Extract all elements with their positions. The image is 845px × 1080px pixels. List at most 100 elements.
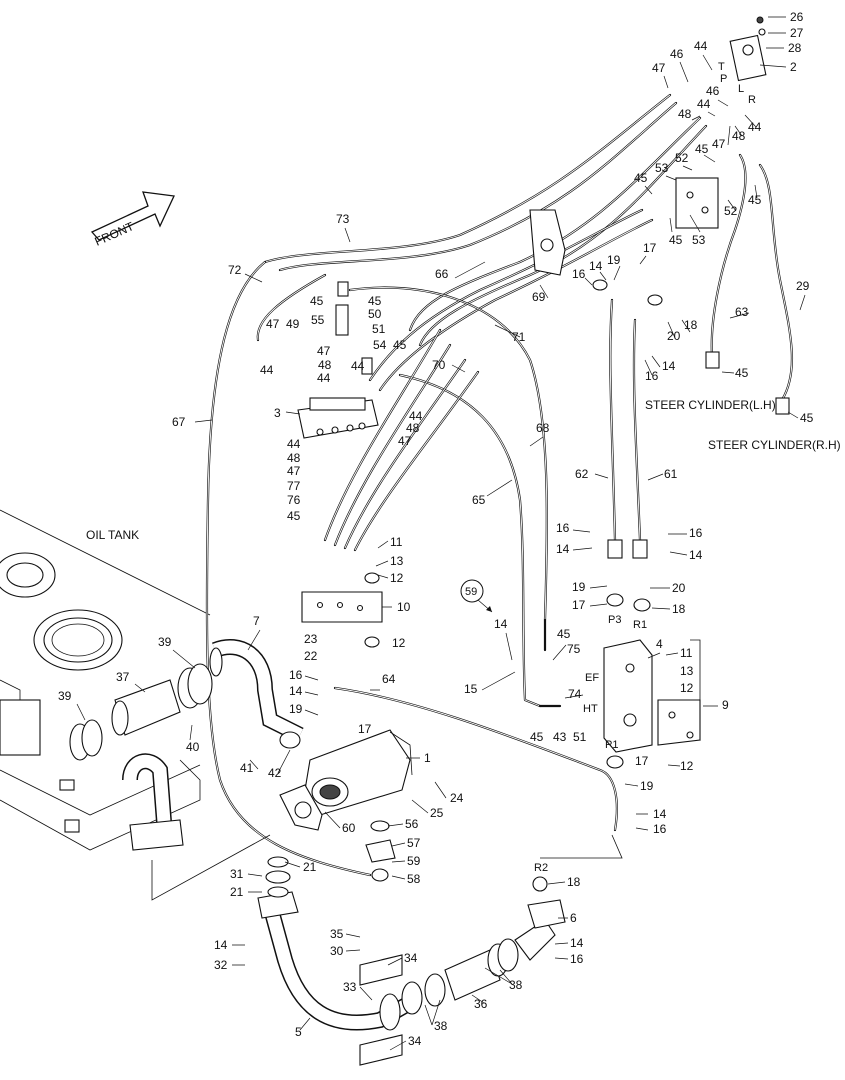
part-label-16: 16 — [653, 822, 667, 836]
part-label-45: 45 — [393, 338, 407, 352]
part-label-46: 46 — [706, 84, 720, 98]
small-fittings — [265, 279, 663, 898]
port-r: R — [748, 94, 756, 106]
part-label-74: 74 — [568, 687, 582, 701]
oil-tank-label: OIL TANK — [86, 528, 139, 542]
part-label-44: 44 — [694, 39, 708, 53]
part-label-42: 42 — [268, 766, 282, 780]
part-label-47: 47 — [287, 464, 301, 478]
part-label-44: 44 — [260, 363, 274, 377]
part-label-45: 45 — [530, 730, 544, 744]
part-label-70: 70 — [432, 358, 446, 372]
part-label-19: 19 — [640, 779, 654, 793]
part-label-5: 5 — [295, 1025, 302, 1039]
port-r1: R1 — [633, 619, 647, 631]
part-label-69: 69 — [532, 290, 546, 304]
part-label-48: 48 — [318, 358, 332, 372]
part-label-10: 10 — [397, 600, 411, 614]
part-label-4: 4 — [656, 637, 663, 651]
part-label-47: 47 — [398, 434, 412, 448]
part-label-19: 19 — [607, 253, 621, 267]
part-label-12: 12 — [680, 759, 694, 773]
port-r2: R2 — [534, 862, 548, 874]
steer-cylinder-lh-label: STEER CYLINDER(L.H) — [645, 398, 776, 412]
part-label-44: 44 — [351, 359, 365, 373]
part-label-47: 47 — [266, 317, 280, 331]
part-label-23: 23 — [304, 632, 318, 646]
part-label-29: 29 — [796, 279, 810, 293]
part-label-45: 45 — [800, 411, 814, 425]
part-label-2: 2 — [790, 60, 797, 74]
part-label-32: 32 — [214, 958, 228, 972]
part-label-14: 14 — [653, 807, 667, 821]
part-number-labels: 26 27 28 2 44 46 47 46 44 48 48 47 44 45… — [58, 10, 814, 1048]
part-label-67: 67 — [172, 415, 186, 429]
part-label-44: 44 — [748, 120, 762, 134]
part-label-11: 11 — [390, 535, 403, 549]
part-label-41: 41 — [240, 761, 254, 775]
part-label-36: 36 — [474, 997, 488, 1011]
part-label-44: 44 — [697, 97, 711, 111]
part-label-53: 53 — [655, 161, 669, 175]
part-label-72: 72 — [228, 263, 242, 277]
control-valve-3 — [297, 281, 379, 439]
part-label-13: 13 — [680, 664, 694, 678]
part-label-46: 46 — [670, 47, 684, 61]
part-label-16: 16 — [556, 521, 570, 535]
part-label-14: 14 — [289, 684, 303, 698]
part-label-53: 53 — [692, 233, 706, 247]
part-label-34: 34 — [404, 951, 418, 965]
steer-cylinder-rh-label: STEER CYLINDER(R.H) — [708, 438, 841, 452]
hydraulic-pump-1 — [279, 729, 413, 831]
part-label-11: 11 — [680, 646, 693, 660]
port-l: L — [738, 83, 744, 95]
part-label-35: 35 — [330, 927, 344, 941]
part-label-51: 51 — [372, 322, 386, 336]
part-label-17: 17 — [358, 722, 372, 736]
part-label-15: 15 — [464, 682, 478, 696]
part-label-9: 9 — [722, 698, 729, 712]
hoses-65-68 — [348, 286, 548, 708]
part-label-48: 48 — [287, 451, 301, 465]
part-label-55: 55 — [311, 313, 325, 327]
part-label-57: 57 — [407, 836, 421, 850]
part-label-21: 21 — [303, 860, 317, 874]
part-label-17: 17 — [572, 598, 586, 612]
part-label-44: 44 — [409, 409, 423, 423]
part-label-45: 45 — [695, 142, 709, 156]
part-label-20: 20 — [672, 581, 686, 595]
port-t: T — [718, 61, 725, 73]
part-label-14: 14 — [556, 542, 570, 556]
part-label-19: 19 — [289, 702, 303, 716]
part-label-44: 44 — [287, 437, 301, 451]
hoses-61-62 — [607, 298, 648, 559]
callout-59-label: 59 — [465, 586, 477, 598]
part-label-50: 50 — [368, 307, 382, 321]
bracket-10 — [301, 572, 383, 648]
front-arrow: FRONT — [90, 191, 175, 249]
part-label-12: 12 — [680, 681, 694, 695]
suction-pipe-7 — [209, 638, 304, 743]
port-p: P — [720, 73, 727, 85]
hose-36-pipe-6 — [424, 876, 566, 1007]
part-label-16: 16 — [689, 526, 703, 540]
part-label-7: 7 — [253, 614, 260, 628]
part-label-14: 14 — [214, 938, 228, 952]
part-label-61: 61 — [664, 467, 678, 481]
part-label-17: 17 — [635, 754, 649, 768]
part-label-75: 75 — [567, 642, 581, 656]
part-label-14: 14 — [689, 548, 703, 562]
part-label-26: 26 — [790, 10, 804, 24]
part-label-18: 18 — [567, 875, 581, 889]
part-label-45: 45 — [748, 193, 762, 207]
part-label-24: 24 — [450, 791, 464, 805]
part-label-16: 16 — [570, 952, 584, 966]
part-label-68: 68 — [536, 421, 550, 435]
part-label-64: 64 — [382, 672, 396, 686]
part-label-6: 6 — [570, 911, 577, 925]
part-label-14: 14 — [662, 359, 676, 373]
part-label-45: 45 — [310, 294, 324, 308]
part-label-38: 38 — [509, 978, 523, 992]
part-label-38: 38 — [434, 1019, 448, 1033]
part-label-45: 45 — [735, 366, 749, 380]
